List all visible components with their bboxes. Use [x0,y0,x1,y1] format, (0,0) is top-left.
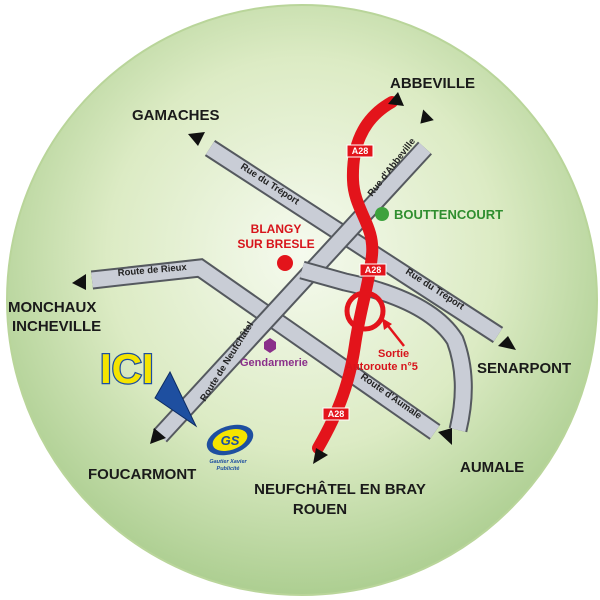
motorway-exit-loop [344,290,386,332]
arrow-monchaux-icon [72,274,86,290]
blangy-dot [277,255,293,271]
svg-text:A28: A28 [365,265,382,275]
bouttencourt-dot [375,207,389,221]
place-rouen: ROUEN [293,501,347,518]
company-logo: GS Gautier Xavier Publicité [206,424,254,472]
arrow-foucarmont-icon [150,428,166,444]
a28-shield-middle: A28 [359,263,387,277]
ici-marker: ICI [99,344,198,428]
map-circle [6,4,598,596]
place-bouttencourt: BOUTTENCOURT [394,207,503,222]
place-blangy-line2: SUR BRESLE [237,237,314,251]
svg-text:Gautier Xavier: Gautier Xavier [209,459,247,465]
ici-arrow-icon [154,370,198,428]
svg-text:A28: A28 [328,409,345,419]
label-gendarmerie: Gendarmerie [240,357,308,369]
svg-text:A28: A28 [352,146,369,156]
svg-text:Publicité: Publicité [217,466,240,472]
arrow-rue-abbeville-icon [420,109,434,124]
place-incheville: INCHEVILLE [12,318,101,335]
exit-label-line1: Sortie [378,348,409,360]
arrow-gamaches-icon [188,132,205,146]
arrow-aumale-icon [438,428,452,445]
gendarmerie-marker-icon [264,338,276,353]
a28-shield-bottom: A28 [322,407,350,421]
svg-text:GS: GS [221,433,240,448]
place-senarpont: SENARPONT [477,360,571,377]
exit-arrowhead-icon [382,318,392,330]
arrow-neufchatel-icon [313,448,328,464]
a28-shield-top: A28 [346,144,374,158]
place-abbeville: ABBEVILLE [390,75,475,92]
direction-arrows [72,92,516,464]
arrow-senarpont-icon [498,336,516,350]
road-network [90,140,504,443]
place-blangy-line1: BLANGY [251,222,302,236]
place-gamaches: GAMACHES [132,107,220,124]
arrow-abbeville-icon [388,92,404,106]
place-aumale: AUMALE [460,459,524,476]
place-monchaux: MONCHAUX [8,299,96,316]
place-neufchatel: NEUFCHÂTEL EN BRAY [254,480,426,498]
place-foucarmont: FOUCARMONT [88,466,196,483]
ici-label: ICI [100,345,154,392]
exit-label-line2: Autoroute n°5 [345,361,418,373]
